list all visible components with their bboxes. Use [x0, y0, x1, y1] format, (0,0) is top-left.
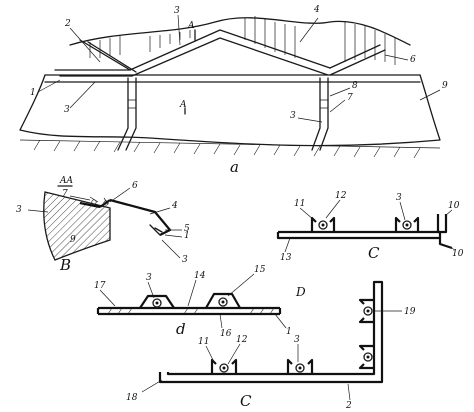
figure-b-section: AA 7 6 4 3 5 1 3 9 B	[16, 176, 190, 274]
label-1: 1	[30, 88, 36, 98]
label-aa-section: AA	[59, 176, 73, 186]
label-11: 11	[294, 199, 305, 209]
label-6: 6	[132, 181, 138, 191]
label-2: 2	[64, 19, 71, 29]
label-3: 3	[16, 205, 22, 215]
label-a-section: A	[187, 21, 195, 31]
downpipe-left	[117, 77, 137, 151]
wall-outline	[19, 74, 441, 147]
label-13: 13	[280, 253, 292, 263]
label-3: 3	[396, 193, 402, 203]
figure-e-l-profile: 11 12 3 19 18 2 C	[126, 280, 416, 411]
ground-hatching	[19, 139, 441, 159]
gutter-beam	[44, 74, 421, 83]
label-7: 7	[347, 93, 353, 103]
label-9: 9	[442, 81, 448, 91]
wall-section	[43, 191, 111, 261]
strip-d-hatch	[107, 307, 275, 315]
label-12: 12	[236, 335, 248, 345]
label-6: 6	[410, 55, 416, 65]
label-17: 17	[94, 281, 106, 291]
label-18: 18	[126, 393, 138, 403]
label-4: 4	[313, 5, 320, 15]
strip-d	[96, 306, 282, 316]
roof-hatching	[89, 16, 396, 65]
profile-strip	[276, 230, 453, 250]
label-7: 7	[62, 189, 68, 199]
figure-c-top-profile: 11 12 3 10 10 13 C	[276, 191, 464, 263]
label-11: 11	[198, 337, 209, 347]
caption-c-bottom: C	[240, 392, 252, 410]
label-1: 1	[286, 327, 292, 337]
label-3: 3	[64, 105, 70, 115]
label-8: 8	[352, 81, 358, 91]
label-3: 3	[294, 335, 300, 345]
label-16: 16	[220, 329, 232, 339]
label-15: 15	[254, 265, 266, 275]
label-14: 14	[194, 271, 206, 281]
label-3: 3	[290, 111, 296, 121]
label-a-section: A	[179, 100, 187, 110]
caption-c-top: C	[368, 244, 380, 262]
label-9: 9	[70, 235, 76, 245]
roof-outline	[69, 17, 411, 46]
label-12: 12	[335, 191, 347, 201]
caption-a: a	[230, 158, 239, 176]
label-19: 19	[404, 307, 416, 317]
caption-d-alt: D	[295, 285, 306, 299]
label-3: 3	[174, 6, 180, 16]
label-10: 10	[448, 201, 460, 211]
downpipe-right	[311, 77, 329, 151]
caption-b: B	[59, 256, 71, 274]
label-3: 3	[146, 273, 152, 283]
label-2: 2	[345, 401, 352, 411]
label-4: 4	[171, 201, 178, 211]
label-3: 3	[182, 255, 188, 265]
truss-left	[54, 29, 331, 71]
l-profile	[158, 280, 384, 384]
label-5: 5	[184, 224, 190, 234]
figure-d-profile: 17 3 14 15 16 1 d D	[94, 265, 306, 339]
label-10: 10	[452, 249, 464, 259]
label-1: 1	[184, 231, 190, 241]
figure-a-eaves-assembly: 2 3 A 4 6 9 1 3 A 3 7 8 a	[19, 5, 448, 176]
caption-d: d	[176, 320, 186, 338]
